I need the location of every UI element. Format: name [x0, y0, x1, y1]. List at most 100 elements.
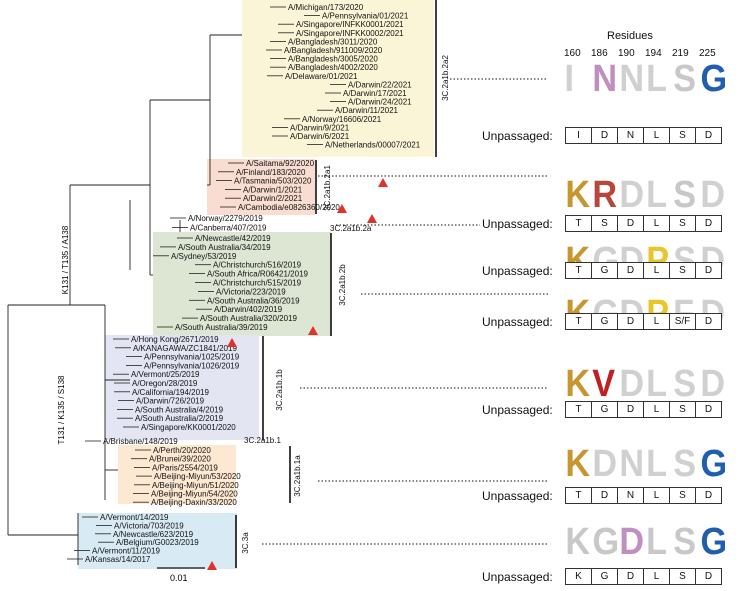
unpassaged-label: Unpassaged:	[482, 264, 553, 278]
position-label: 160	[564, 48, 581, 59]
clade-box	[242, 0, 434, 157]
residue-cell: N	[618, 488, 644, 503]
residue-cell: S	[670, 569, 696, 584]
residue-cell: S	[670, 402, 696, 417]
logo-letter: D	[700, 174, 726, 216]
unpassaged-label: Unpassaged:	[482, 217, 553, 231]
strain-label: A/Darwin/22/2021	[348, 80, 412, 89]
unpassaged-label: Unpassaged:	[482, 129, 553, 143]
logo-letter: R	[592, 174, 618, 216]
residue-cell: G	[592, 263, 618, 278]
strain-label: A/Bangladesh/3011/2020	[288, 37, 378, 46]
residue-cell: T	[566, 263, 592, 278]
strain-label: A/South Africa/R06421/2019	[207, 270, 309, 279]
logo-letter: S	[673, 174, 697, 216]
clade-label: 3C.2a1b.2b	[338, 264, 347, 306]
strain-label: A/Victoria/223/2019	[216, 287, 286, 296]
strain-label: A/South Australia/36/2019	[207, 296, 300, 305]
strain-label: A/South Australia/39/2019	[175, 323, 268, 332]
strain-label: A/Newcastle/623/2019	[113, 530, 194, 539]
clade-label: 3C.3a	[241, 532, 250, 554]
position-label: 186	[591, 48, 608, 59]
clade-label: 3C.2a1b.2a2	[441, 55, 450, 101]
residue-cell: D	[618, 263, 644, 278]
strain-label: A/Vermont/11/2019	[92, 547, 160, 556]
strain-label: A/Vermont/14/2019	[100, 513, 169, 522]
strain-label: A/Perth/20/2020	[153, 446, 211, 455]
residue-cell: L	[644, 263, 670, 278]
clade-label: 3C.2a1b.1	[244, 436, 281, 445]
strain-label: A/Cambodia/e0826360/2020	[238, 203, 340, 212]
logo-letter: D	[619, 521, 645, 563]
strain-label: A/Netherlands/00007/2021	[325, 141, 421, 150]
logo-letter: N	[619, 58, 645, 100]
logo-letter: K	[565, 363, 591, 405]
residue-cell: D	[704, 265, 713, 276]
clade-box	[207, 159, 315, 215]
strain-label: A/Bangladesh/3005/2020	[288, 55, 378, 64]
strain-label: A/South Australia/2/2019	[135, 414, 224, 423]
residue-cell: L	[644, 128, 670, 143]
logo-letter: N	[592, 58, 618, 100]
strain-label: A/Pennsylvania/01/2021	[322, 12, 409, 21]
strain-label: A/Norway/2279/2019	[188, 214, 263, 223]
strain-label: A/Darwin/402/2019	[214, 305, 283, 314]
residue-cell: S	[670, 263, 696, 278]
clade-box	[78, 513, 237, 569]
strain-label: A/Beijing-Miyun/54/2020	[151, 490, 238, 499]
residue-cell: G	[592, 569, 618, 584]
strain-label: A/Darwin/6/2021	[290, 132, 350, 141]
residue-cell: S	[670, 488, 696, 503]
logo-letter: D	[619, 174, 645, 216]
strain-label: A/California/194/2019	[132, 388, 209, 397]
strain-label: A/Michigan/173/2020	[288, 3, 364, 12]
residue-cell: D	[704, 404, 713, 415]
residue-cell: D	[618, 216, 644, 231]
logo-letter: K	[565, 174, 591, 216]
strain-label: A/Brunei/39/2020	[149, 455, 211, 464]
strain-label: A/Hong Kong/2671/2019	[131, 335, 219, 344]
strain-label: A/Darwin/9/2021	[290, 123, 350, 132]
residue-cell: D	[704, 130, 713, 141]
strain-label: A/Darwin/17/2021	[343, 89, 407, 98]
strain-label: A/Vermont/25/2019	[131, 370, 200, 379]
residue-cell: D	[704, 571, 713, 582]
strain-label: A/Delaware/01/2021	[285, 72, 358, 81]
logo-letter: L	[646, 58, 668, 100]
residue-cell: L	[644, 314, 670, 329]
position-label: 190	[618, 48, 635, 59]
strain-label: A/Norway/16606/2021	[302, 115, 382, 124]
residue-cell: S	[670, 128, 696, 143]
logo-letter: G	[592, 521, 620, 563]
position-label: 194	[645, 48, 662, 59]
strain-label: A/Saitama/92/2020	[246, 159, 315, 168]
strain-label: A/Beijing-Miyun/51/2020	[152, 481, 239, 490]
residue-cell: T	[566, 402, 592, 417]
residue-cell: D	[704, 316, 713, 327]
logo-letter: L	[646, 363, 668, 405]
logo-letter: D	[592, 443, 618, 485]
strain-label: A/Beijing-Daxin/33/2020	[151, 498, 237, 507]
logo-letter: N	[619, 443, 645, 485]
strain-label: A/Darwin/726/2019	[136, 397, 205, 406]
logo-letter: K	[565, 521, 591, 563]
logo-letter: S	[673, 363, 697, 405]
strain-label: A/Victoria/703/2019	[114, 521, 184, 530]
unpassaged-label: Unpassaged:	[482, 489, 553, 503]
marker-triangle	[227, 338, 237, 347]
residue-cell: K	[566, 569, 592, 584]
logo-letter: L	[646, 521, 668, 563]
residue-cell: T	[566, 216, 592, 231]
strain-label: A/Canberra/407/2019	[190, 224, 267, 233]
logo-letter: I	[564, 58, 575, 100]
strain-label: A/Singapore/INFKK0002/2021	[296, 29, 404, 38]
clade-box	[153, 232, 331, 336]
logo-letter: S	[673, 521, 697, 563]
residue-cell: D	[592, 128, 618, 143]
strain-label: A/Darwin/24/2021	[348, 98, 412, 107]
residues-title: Residues	[607, 30, 653, 42]
